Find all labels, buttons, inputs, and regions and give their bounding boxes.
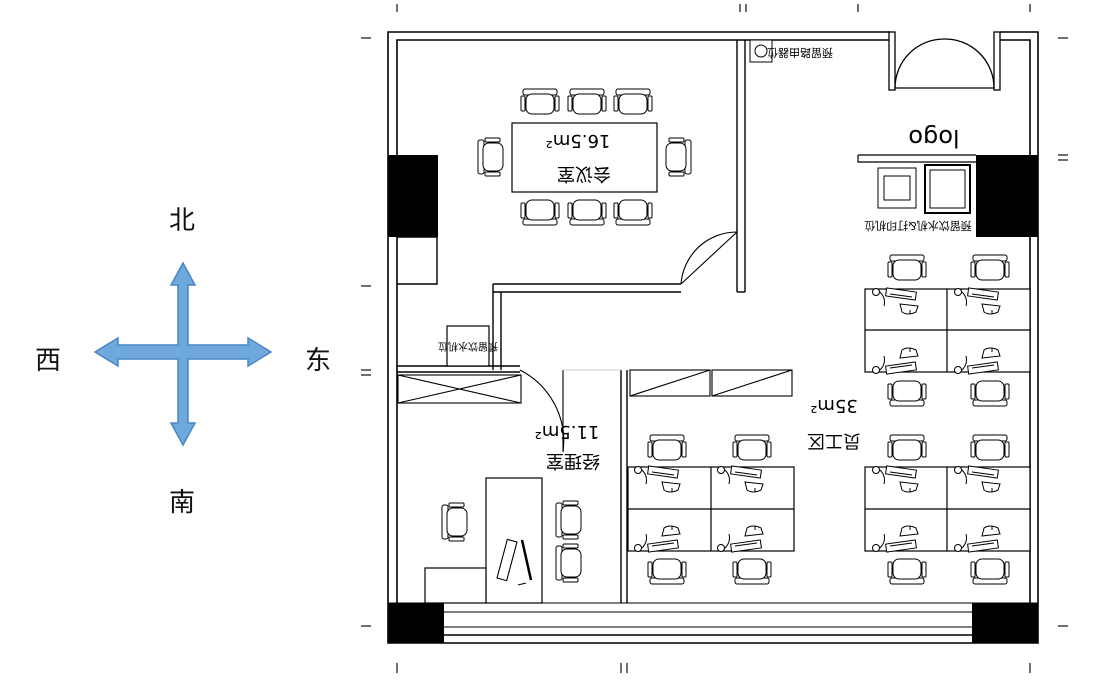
workstations bbox=[634, 287, 1001, 553]
compass-west-label: 西 bbox=[35, 346, 62, 376]
chairs bbox=[441, 88, 1010, 585]
meeting-table bbox=[511, 122, 658, 193]
meeting-chair-bottom-3 bbox=[613, 199, 653, 226]
pillar-sw bbox=[388, 603, 444, 643]
staff-area-size: 35m² bbox=[810, 395, 858, 416]
reception: logo 预留饮水机&打印机位 预留路由器位 预留饮水机位 bbox=[438, 39, 976, 367]
staff-area-name: 员工区 bbox=[807, 430, 861, 451]
meeting-room: 16.5m² 会议室 bbox=[511, 122, 658, 193]
visitor-chair-1 bbox=[555, 500, 582, 540]
pillar-west bbox=[388, 155, 438, 237]
workstation-rb1 bbox=[872, 465, 919, 493]
meeting-chair-bottom-1 bbox=[520, 199, 560, 226]
entrance-jamb-left bbox=[888, 31, 896, 91]
entrance-jamb-right bbox=[993, 31, 1001, 91]
manager-side-table bbox=[424, 567, 487, 604]
meeting-chair-top-2 bbox=[567, 88, 607, 115]
manager-room-area: 11.5m² bbox=[535, 421, 600, 442]
staff-chair-rb-n1 bbox=[887, 434, 927, 461]
meeting-chair-top-3 bbox=[613, 88, 653, 115]
manager-room: 11.5m² 经理室 bbox=[424, 421, 600, 604]
meeting-chair-east bbox=[665, 137, 692, 177]
cabinets bbox=[397, 369, 793, 404]
meeting-chair-bottom-2 bbox=[567, 199, 607, 226]
visitor-chair-2 bbox=[555, 543, 582, 583]
staff-chair-rb-s2 bbox=[970, 558, 1010, 585]
staff-chair-left-n2 bbox=[732, 434, 772, 461]
meeting-room-name: 会议室 bbox=[557, 163, 611, 184]
staff-chair-rb-s1 bbox=[887, 558, 927, 585]
staff-chair-rt-n2 bbox=[970, 254, 1010, 281]
staff-chair-left-s1 bbox=[647, 558, 687, 585]
compass-east-label: 东 bbox=[305, 346, 332, 376]
workstation-l1 bbox=[634, 465, 681, 493]
staff-chair-rt-s1 bbox=[887, 380, 927, 407]
workstation-rb3 bbox=[872, 525, 919, 553]
meeting-chair-top-1 bbox=[520, 88, 560, 115]
pillar-se bbox=[972, 603, 1038, 643]
workstation-rb4 bbox=[954, 525, 1001, 553]
cabinet-staff-2 bbox=[711, 369, 793, 397]
workstation-l2 bbox=[717, 465, 764, 493]
staff-chair-rb-n2 bbox=[970, 434, 1010, 461]
pillar-east bbox=[976, 155, 1038, 237]
manager-desk-keyboard bbox=[496, 538, 533, 586]
manager-chair bbox=[441, 502, 468, 542]
workstation-rt2 bbox=[954, 287, 1001, 315]
water-dispenser-mid-box bbox=[446, 325, 490, 367]
pillars bbox=[388, 155, 1038, 643]
water-dispenser-box bbox=[924, 164, 971, 214]
dimension-ticks bbox=[361, 4, 1068, 673]
meeting-room-area: 16.5m² bbox=[546, 130, 611, 151]
compass-north-label: 北 bbox=[169, 206, 196, 236]
entrance-door bbox=[888, 31, 1001, 91]
staff-chair-rt-s2 bbox=[970, 380, 1010, 407]
staff-chair-left-s2 bbox=[732, 558, 772, 585]
router-label: 预留路由器位 bbox=[767, 46, 833, 60]
compass-arrow-shape bbox=[93, 261, 273, 447]
manager-room-name: 经理室 bbox=[546, 450, 600, 471]
staff-chair-left-n1 bbox=[647, 434, 687, 461]
workstation-rt3 bbox=[872, 347, 919, 375]
cabinet-manager bbox=[397, 374, 522, 404]
manager-desk bbox=[485, 477, 543, 604]
meeting-chair-west bbox=[477, 137, 504, 177]
workstation-l3 bbox=[634, 525, 681, 553]
interior-walls bbox=[397, 40, 746, 603]
staff-chair-rt-n1 bbox=[887, 254, 927, 281]
router-box bbox=[749, 39, 773, 63]
printer-label: 预留饮水机&打印机位 bbox=[864, 219, 972, 233]
workstation-l4 bbox=[717, 525, 764, 553]
logo-text: logo bbox=[908, 124, 959, 152]
workstation-rt4 bbox=[954, 347, 1001, 375]
workstation-rb2 bbox=[954, 465, 1001, 493]
compass-arrows bbox=[93, 261, 273, 447]
compass-south-label: 南 bbox=[169, 488, 196, 518]
cabinet-staff-1 bbox=[629, 369, 711, 397]
interior-doors bbox=[519, 231, 738, 453]
workstation-rt1 bbox=[872, 287, 919, 315]
staff-area: 35m² 员工区 bbox=[627, 288, 1031, 552]
water-dispenser-mid-label: 预留饮水机位 bbox=[438, 340, 498, 353]
